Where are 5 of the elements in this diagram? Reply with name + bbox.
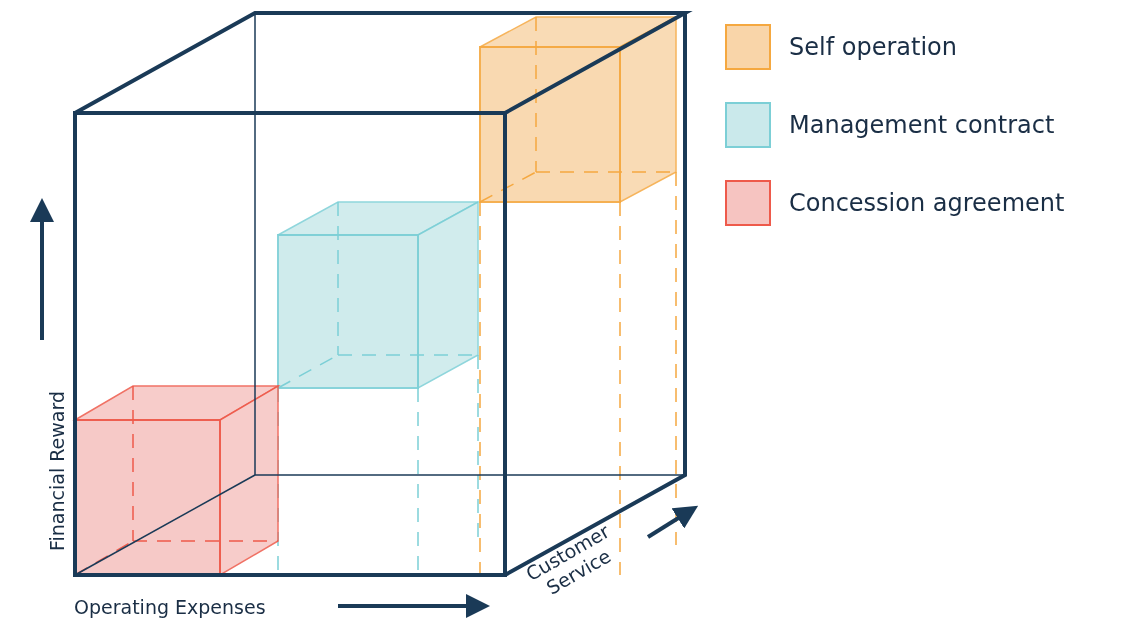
legend-label: Self operation bbox=[789, 33, 957, 61]
legend-label: Concession agreement bbox=[789, 189, 1065, 217]
axis-label: Operating Expenses bbox=[74, 596, 266, 618]
axis-label: Financial Reward bbox=[46, 390, 68, 553]
legend-label: Management contract bbox=[789, 111, 1055, 139]
